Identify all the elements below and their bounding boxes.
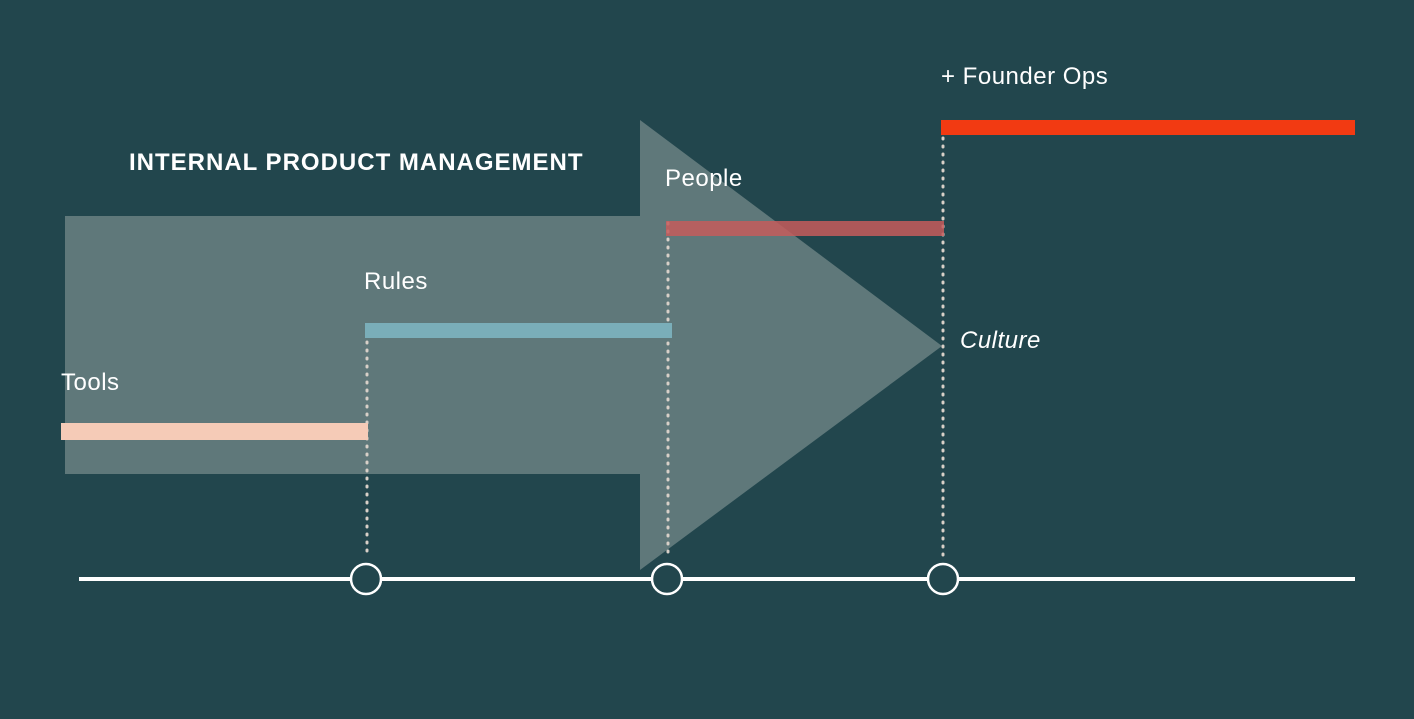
label-tools: Tools — [61, 369, 120, 396]
label-rules: Rules — [364, 268, 428, 295]
bar-founder-ops — [941, 120, 1355, 135]
bar-rules — [365, 323, 672, 338]
label-culture: Culture — [960, 327, 1041, 354]
bar-tools — [61, 423, 368, 440]
timeline-node-rules — [349, 562, 383, 596]
diagram-title: INTERNAL PRODUCT MANAGEMENT — [129, 149, 584, 176]
label-founder-ops: + Founder Ops — [941, 63, 1108, 90]
bar-people — [666, 221, 944, 236]
timeline-node-founder-ops — [926, 562, 960, 596]
label-people: People — [665, 165, 743, 192]
timeline-node-people — [650, 562, 684, 596]
